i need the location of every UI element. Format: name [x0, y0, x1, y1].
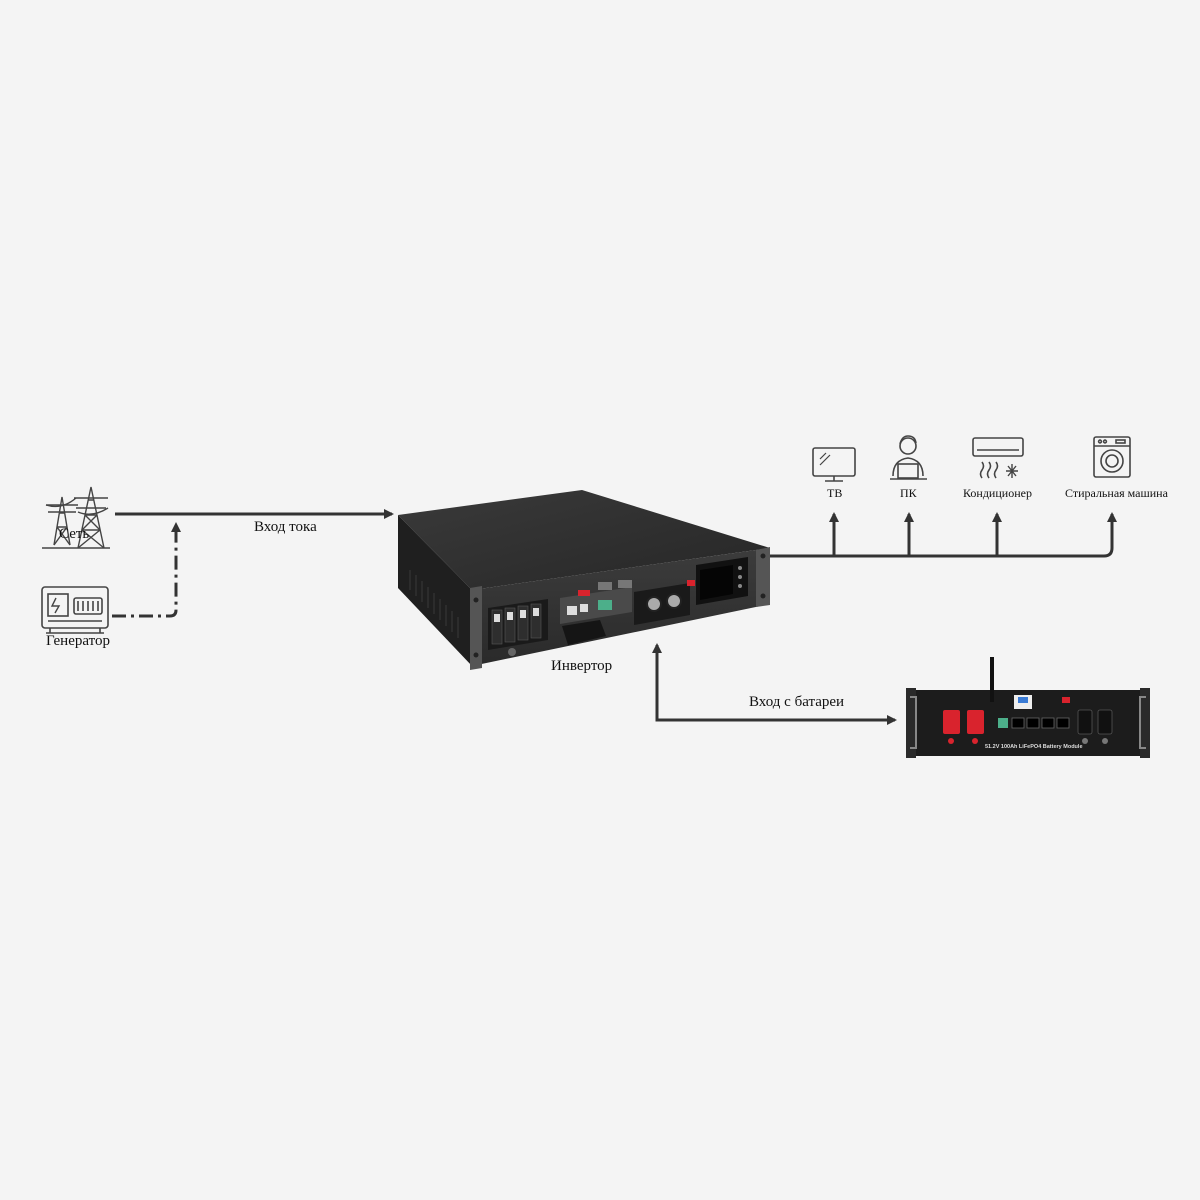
- load-bus-line: [770, 512, 1117, 558]
- person-computer-icon: [890, 435, 927, 480]
- battery-terminal-positive: [943, 710, 960, 734]
- inverter-label: Инвертор: [551, 658, 613, 674]
- grid-label: Сеть: [59, 526, 90, 542]
- load-label-ac: Кондиционер: [963, 486, 1032, 500]
- generator-icon: [41, 586, 109, 634]
- dc-terminal-block: [634, 580, 695, 625]
- generator-dashed-line: [112, 522, 181, 618]
- battery-module-text: 51.2V 100Ah LiFePO4 Battery Module: [985, 744, 1083, 750]
- grid-pylon-icon: [42, 486, 110, 549]
- air-conditioner-icon: [972, 437, 1024, 479]
- breaker-bank: [488, 599, 548, 650]
- tv-icon: [812, 447, 856, 482]
- battery-to-inverter-line: [652, 643, 895, 722]
- lcd-display: [696, 557, 748, 605]
- washing-machine-icon: [1093, 436, 1131, 478]
- battery-input-label: Вход с батареи: [749, 694, 845, 710]
- generator-label: Генератор: [46, 633, 110, 649]
- current-input-label: Вход тока: [254, 519, 317, 535]
- load-label-washer: Стиральная машина: [1065, 486, 1168, 500]
- battery-terminal-negative: [967, 710, 984, 734]
- battery-module: [906, 657, 1150, 758]
- battery-antenna: [990, 657, 994, 702]
- inverter-device: [398, 490, 770, 670]
- load-label-tv: ТВ: [827, 486, 843, 500]
- wifi-dongle: [562, 620, 606, 645]
- load-label-pc: ПК: [900, 486, 917, 500]
- connection-lines: [112, 509, 1117, 725]
